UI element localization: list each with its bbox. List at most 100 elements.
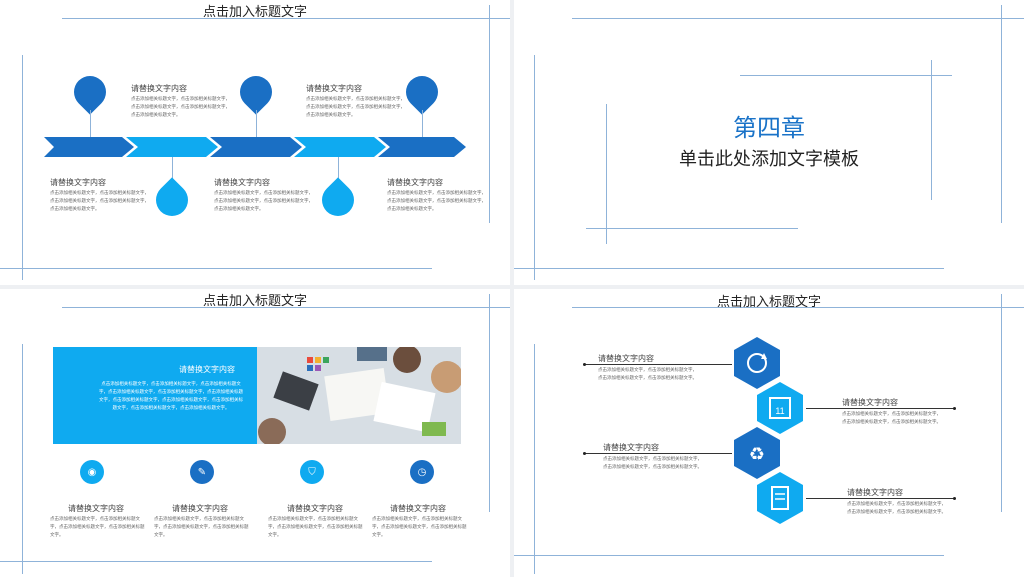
- item-label-3[interactable]: 请替换文字内容: [50, 178, 106, 187]
- rule-right: [489, 5, 490, 223]
- item-body-3[interactable]: 点击添加相关标题文字，点击添加相关标题文字，点击添加相关标题文字，点击添加相关标…: [50, 190, 149, 211]
- item-label-1[interactable]: 请替换文字内容: [68, 504, 124, 513]
- photo-person-2: [431, 361, 461, 393]
- slide-banner-icons[interactable]: 点击加入标题文字 请替换文字内容 点击添加相关标题文字，点击添加相关标题文字，点…: [0, 289, 510, 577]
- photo-sleeve: [357, 347, 387, 361]
- item-body-4[interactable]: 点击添加相关标题文字，点击添加相关标题文字，点击添加相关标题文字，点击添加相关标…: [847, 501, 946, 514]
- item-label-2[interactable]: 请替换文字内容: [842, 398, 898, 407]
- chapter-subtitle[interactable]: 单击此处添加文字模板: [679, 149, 859, 169]
- hex-2: [757, 382, 803, 434]
- item-label-3[interactable]: 请替换文字内容: [603, 443, 659, 452]
- slide-hexagons[interactable]: 点击加入标题文字 11 ♻ 请替换文字内容 点击添加相关标题文字，点击添加相关标…: [514, 289, 1024, 577]
- item-body-2[interactable]: 点击添加相关标题文字，点击添加相关标题文字，点击添加相关标题文字，点击添加相关标…: [306, 96, 405, 117]
- item-label-4[interactable]: 请替换文字内容: [847, 488, 903, 497]
- item-label-5[interactable]: 请替换文字内容: [387, 178, 443, 187]
- rule-top: [572, 307, 1024, 308]
- timeline-arrow: [44, 137, 466, 157]
- photo-plant: [422, 422, 446, 436]
- connector-3: [584, 453, 732, 454]
- item-body-2[interactable]: 点击添加相关标题文字，点击添加相关标题文字，点击添加相关标题文字，点击添加相关标…: [842, 411, 941, 424]
- photo-swatch-2: [315, 357, 321, 363]
- recycle-glyph: ♻: [749, 444, 765, 465]
- rule-right: [1001, 5, 1002, 223]
- calendar-day: 11: [775, 406, 784, 416]
- slide-chapter[interactable]: 第四章 单击此处添加文字模板: [514, 0, 1024, 285]
- chevron-1: [44, 137, 134, 157]
- item-body-4[interactable]: 点击添加相关标题文字，点击添加相关标题文字，点击添加相关标题文字，点击添加相关标…: [372, 516, 467, 537]
- hex-3: [734, 427, 780, 479]
- drop-marker-2: [315, 177, 361, 223]
- refresh-arrow: [761, 353, 767, 359]
- frame-left: [606, 104, 607, 244]
- item-body-1[interactable]: 点击添加相关标题文字，点击添加相关标题文字，点击添加相关标题文字，点击添加相关标…: [598, 367, 697, 380]
- clock-icon[interactable]: ◷: [410, 460, 434, 484]
- item-label-3[interactable]: 请替换文字内容: [287, 504, 343, 513]
- location-pin-2: [233, 69, 279, 115]
- office-desk-photo: [257, 347, 461, 444]
- item-label-1[interactable]: 请替换文字内容: [131, 84, 187, 93]
- photo-paper-1: [324, 368, 390, 421]
- drop-marker-1: [149, 177, 195, 223]
- calendar-icon[interactable]: 11: [754, 382, 806, 434]
- photo-illustration: [257, 347, 461, 444]
- connector-1: [584, 364, 732, 365]
- pin-stem-1: [90, 110, 91, 137]
- item-body-2[interactable]: 点击添加相关标题文字，点击添加相关标题文字，点击添加相关标题文字，点击添加相关标…: [154, 516, 249, 537]
- text-banner: 请替换文字内容 点击添加相关标题文字，点击添加相关标题文字，点击添加相关标题文字…: [53, 347, 257, 444]
- target-icon[interactable]: ◉: [80, 460, 104, 484]
- photo-person-1: [393, 347, 421, 373]
- rule-left: [22, 344, 23, 574]
- document-icon[interactable]: [754, 472, 806, 524]
- chevron-4: [294, 137, 386, 157]
- recycle-icon[interactable]: ♻: [731, 427, 783, 479]
- connector-dot-1: [583, 363, 586, 366]
- frame-right: [931, 60, 932, 200]
- slide-title[interactable]: 点击加入标题文字: [716, 294, 821, 309]
- hex-1: [734, 337, 780, 389]
- location-pin-3: [399, 69, 445, 115]
- drop-stem-1: [172, 157, 173, 184]
- item-body-5[interactable]: 点击添加相关标题文字，点击添加相关标题文字，点击添加相关标题文字，点击添加相关标…: [387, 190, 486, 211]
- rule-left: [534, 55, 535, 280]
- photo-swatch-3: [323, 357, 329, 363]
- item-label-1[interactable]: 请替换文字内容: [598, 354, 654, 363]
- item-body-3[interactable]: 点击添加相关标题文字，点击添加相关标题文字，点击添加相关标题文字，点击添加相关标…: [603, 456, 702, 469]
- chapter-number[interactable]: 第四章: [733, 115, 805, 142]
- photo-paper-2: [373, 381, 436, 433]
- banner-body[interactable]: 点击添加相关标题文字，点击添加相关标题文字，点击添加相关标题文字，点击添加相关标…: [99, 381, 243, 410]
- item-body-1[interactable]: 点击添加相关标题文字，点击添加相关标题文字，点击添加相关标题文字，点击添加相关标…: [131, 96, 230, 117]
- item-label-4[interactable]: 请替换文字内容: [214, 178, 270, 187]
- chevron-2: [126, 137, 218, 157]
- rule-left: [22, 55, 23, 280]
- connector-dot-2: [953, 407, 956, 410]
- item-body-1[interactable]: 点击添加相关标题文字，点击添加相关标题文字，点击添加相关标题文字，点击添加相关标…: [50, 516, 145, 537]
- rule-right: [1001, 294, 1002, 512]
- item-body-4[interactable]: 点击添加相关标题文字，点击添加相关标题文字，点击添加相关标题文字，点击添加相关标…: [214, 190, 313, 211]
- rule-bottom: [0, 268, 432, 269]
- photo-person-3: [258, 418, 286, 444]
- slide-title[interactable]: 点击加入标题文字: [202, 4, 307, 19]
- rule-bottom: [514, 555, 944, 556]
- connector-2: [806, 408, 954, 409]
- rule-left: [534, 344, 535, 574]
- frame-bottom: [586, 228, 798, 229]
- banner-label[interactable]: 请替换文字内容: [179, 365, 235, 374]
- refresh-icon[interactable]: [731, 337, 783, 389]
- drop-stem-2: [338, 157, 339, 184]
- item-label-2[interactable]: 请替换文字内容: [306, 84, 362, 93]
- edit-icon[interactable]: ✎: [190, 460, 214, 484]
- photo-swatch-1: [307, 357, 313, 363]
- item-label-4[interactable]: 请替换文字内容: [390, 504, 446, 513]
- photo-swatch-4: [307, 365, 313, 371]
- item-body-3[interactable]: 点击添加相关标题文字，点击添加相关标题文字，点击添加相关标题文字，点击添加相关标…: [268, 516, 363, 537]
- calendar-frame: [769, 397, 791, 419]
- shield-icon[interactable]: ⛉: [300, 460, 324, 484]
- photo-laptop: [273, 371, 319, 411]
- rule-top: [62, 18, 510, 19]
- frame-top: [740, 75, 952, 76]
- slide-title[interactable]: 点击加入标题文字: [202, 293, 307, 308]
- rule-bottom: [0, 561, 432, 562]
- pin-stem-2: [256, 110, 257, 137]
- slide-timeline[interactable]: 点击加入标题文字 请替换文字内容 点击添加相关标题文字，点击添加相关标题文字，点…: [0, 0, 510, 285]
- item-label-2[interactable]: 请替换文字内容: [172, 504, 228, 513]
